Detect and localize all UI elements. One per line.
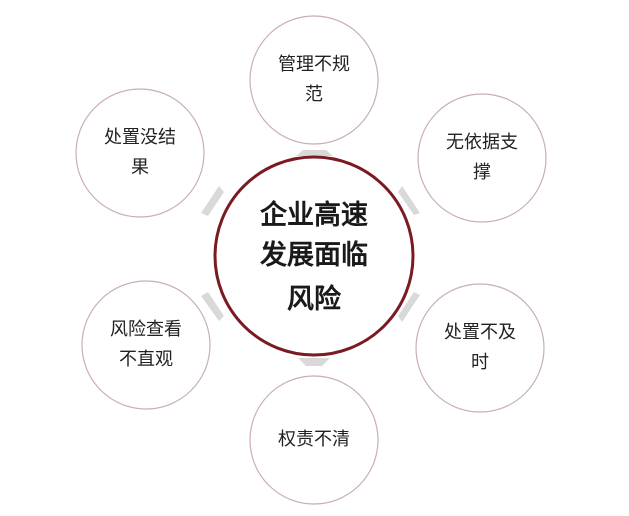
node-label-upper-right-line-2: 撑 [473, 162, 491, 183]
node-label-lower-right-line-2: 时 [471, 352, 489, 373]
node-label-top-line-2: 范 [305, 84, 323, 105]
arrow-upper-right [398, 186, 420, 215]
arrow-upper-left [201, 186, 224, 216]
node-circle-top [249, 15, 379, 145]
center-label-line-1: 企业高速 [260, 200, 368, 231]
arrow-lower-right [398, 292, 420, 322]
node-label-upper-right: 无依据支 撑 [422, 128, 542, 188]
node-label-upper-left-line-1: 处置没结 [104, 127, 176, 148]
arrow-lower-left [201, 292, 224, 321]
node-circle-bottom [249, 375, 379, 505]
center-circle [213, 155, 415, 357]
arrow-top [296, 150, 333, 156]
node-circle-upper-right [417, 93, 547, 223]
node-label-upper-left: 处置没结 果 [80, 123, 200, 183]
node-circle-lower-left [81, 280, 211, 410]
node-label-lower-right: 处置不及 时 [420, 318, 540, 378]
connector-arrows [201, 150, 420, 366]
center-label-line-3: 风险 [287, 284, 341, 315]
node-label-lower-left-line-1: 风险查看 [110, 319, 182, 340]
node-label-upper-right-line-1: 无依据支 [446, 132, 518, 153]
node-label-upper-left-line-2: 果 [131, 157, 149, 178]
node-label-lower-left-line-2: 不直观 [119, 349, 173, 370]
node-circle-upper-left [75, 88, 205, 218]
center-label: 企业高速 发展面临 风险 [234, 196, 394, 320]
node-label-top-line-1: 管理不规 [278, 54, 350, 75]
node-label-bottom: 权责不清 [254, 425, 374, 455]
node-circle-lower-right [415, 283, 545, 413]
arrow-bottom [298, 358, 330, 366]
node-label-top: 管理不规 范 [254, 50, 374, 110]
node-label-bottom-line-1: 权责不清 [278, 429, 350, 450]
center-label-line-2: 发展面临 [260, 240, 368, 271]
node-label-lower-right-line-1: 处置不及 [444, 322, 516, 343]
node-label-lower-left: 风险查看 不直观 [86, 315, 206, 375]
